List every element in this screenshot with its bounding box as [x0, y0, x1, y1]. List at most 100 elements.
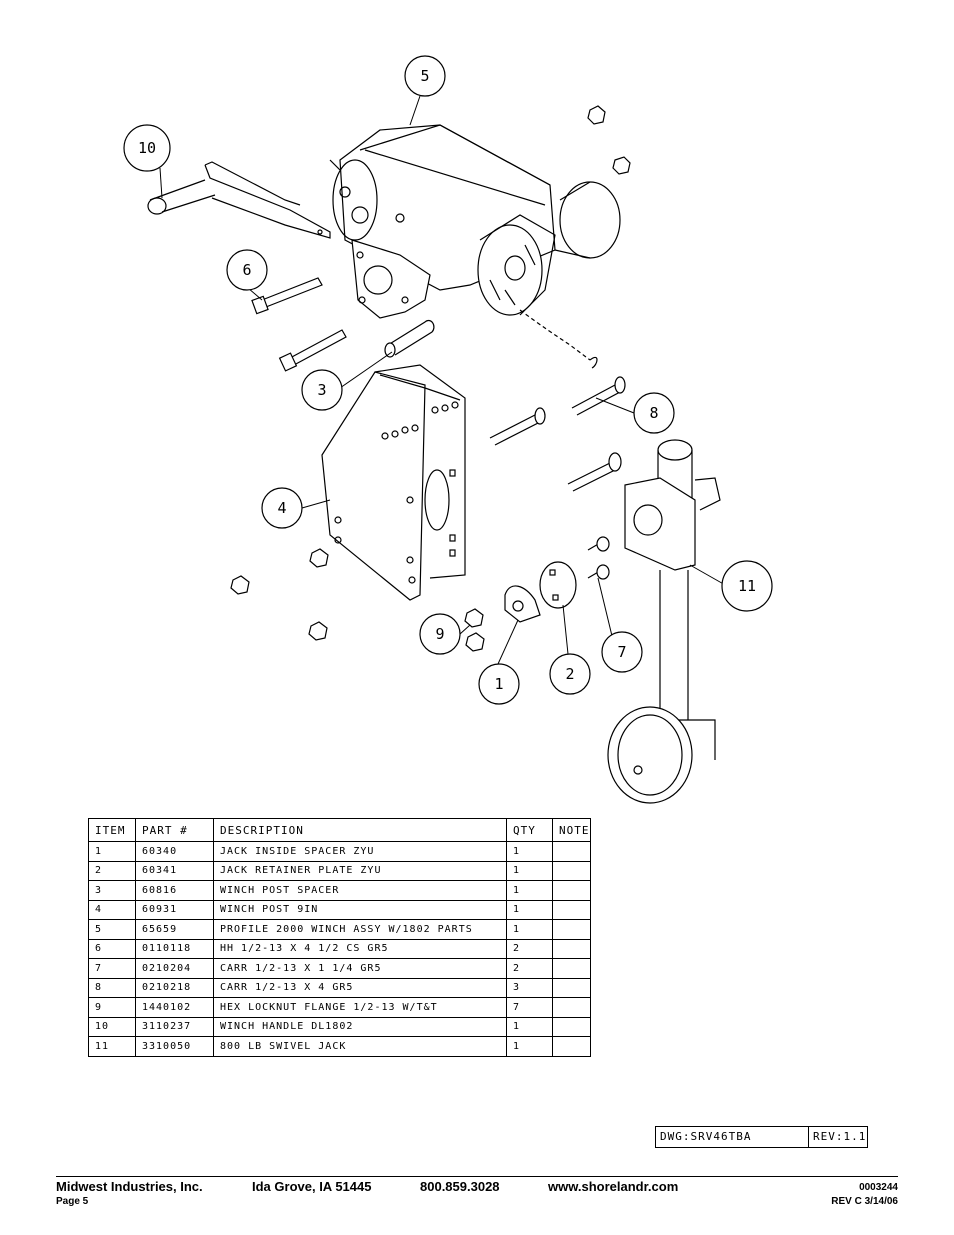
cell-part: 3310050 [135, 1036, 214, 1057]
cell-part: 0210204 [135, 958, 214, 979]
cell-note [552, 997, 591, 1018]
cell-item: 3 [88, 880, 136, 901]
callout-5: 5 [420, 67, 429, 85]
cell-part: 60931 [135, 899, 214, 920]
cell-part: 0110118 [135, 938, 214, 959]
winch-assembly [329, 124, 621, 369]
footer-phone: 800.859.3028 [420, 1179, 500, 1194]
footer-divider [56, 1176, 898, 1177]
cell-note [552, 880, 591, 901]
callout-6: 6 [242, 261, 251, 279]
cell-note [552, 977, 591, 998]
cell-item: 2 [88, 860, 136, 881]
cell-item: 8 [88, 977, 136, 998]
hex-bolts [251, 277, 435, 372]
cell-part: 0210218 [135, 977, 214, 998]
callout-bubbles [123, 55, 773, 705]
hex-locknuts [230, 105, 631, 652]
cell-item: 6 [88, 938, 136, 959]
cell-qty: 2 [506, 938, 553, 959]
callout-9: 9 [435, 625, 444, 643]
cell-note [552, 1036, 591, 1057]
drawing-title-block: DWG:SRV46TBA REV:1.1 [655, 1126, 868, 1148]
footer-city: Ida Grove, IA 51445 [252, 1179, 372, 1194]
cell-part: 60341 [135, 860, 214, 881]
cell-note [552, 919, 591, 940]
cell-qty: 1 [506, 860, 553, 881]
drawing-revision: REV:1.1 [813, 1130, 867, 1143]
footer-doc-number: 0003244 [859, 1182, 898, 1193]
cell-part: 60816 [135, 880, 214, 901]
cell-description: JACK RETAINER PLATE ZYU [213, 860, 507, 881]
cell-description: HH 1/2-13 X 4 1/2 CS GR5 [213, 938, 507, 959]
cell-qty: 7 [506, 997, 553, 1018]
cell-description: WINCH POST 9IN [213, 899, 507, 920]
winch-handle [147, 161, 331, 239]
cell-qty: 1 [506, 1016, 553, 1037]
cell-description: HEX LOCKNUT FLANGE 1/2-13 W/T&T [213, 997, 507, 1018]
cell-item: 10 [88, 1016, 136, 1037]
carriage-bolts [489, 376, 626, 580]
cell-qty: 2 [506, 958, 553, 979]
cell-item: 5 [88, 919, 136, 940]
cell-note [552, 841, 591, 862]
cell-description: CARR 1/2-13 X 4 GR5 [213, 977, 507, 998]
cell-description: WINCH POST SPACER [213, 880, 507, 901]
cell-qty: 3 [506, 977, 553, 998]
cell-description: CARR 1/2-13 X 1 1/4 GR5 [213, 958, 507, 979]
cell-description: 800 LB SWIVEL JACK [213, 1036, 507, 1057]
drawing-number: DWG:SRV46TBA [656, 1127, 809, 1147]
cell-note [552, 899, 591, 920]
footer-website[interactable]: www.shorelandr.com [548, 1179, 679, 1194]
cell-description: WINCH HANDLE DL1802 [213, 1016, 507, 1037]
cell-part: 1440102 [135, 997, 214, 1018]
footer-page: Page 5 [56, 1196, 89, 1207]
cell-item: 4 [88, 899, 136, 920]
callout-1: 1 [494, 675, 503, 693]
cell-qty: 1 [506, 1036, 553, 1057]
table-header-row: ITEM PART # DESCRIPTION QTY NOTE [88, 818, 591, 842]
cell-qty: 1 [506, 899, 553, 920]
cell-description: JACK INSIDE SPACER ZYU [213, 841, 507, 862]
footer-company: Midwest Industries, Inc. [56, 1179, 203, 1194]
callout-leaders [159, 95, 728, 665]
cell-note [552, 938, 591, 959]
header-part: PART # [135, 818, 214, 842]
cell-note [552, 860, 591, 881]
footer-rev: REV C 3/14/06 [831, 1196, 898, 1207]
cell-description: PROFILE 2000 WINCH ASSY W/1802 PARTS [213, 919, 507, 940]
cell-note [552, 958, 591, 979]
header-qty: QTY [506, 818, 553, 842]
cell-qty: 1 [506, 919, 553, 940]
jack-spacer-and-plate [504, 561, 577, 623]
cell-item: 1 [88, 841, 136, 862]
cell-part: 3110237 [135, 1016, 214, 1037]
cell-item: 7 [88, 958, 136, 979]
cell-part: 65659 [135, 919, 214, 940]
winch-post [321, 364, 466, 601]
header-item: ITEM [88, 818, 136, 842]
callout-3: 3 [317, 381, 326, 399]
header-note: NOTE [552, 818, 591, 842]
callout-2: 2 [565, 665, 574, 683]
cell-item: 9 [88, 997, 136, 1018]
callout-8: 8 [649, 404, 658, 422]
callout-7: 7 [617, 643, 626, 661]
cell-note [552, 1016, 591, 1037]
callout-4: 4 [277, 499, 286, 517]
header-description: DESCRIPTION [213, 818, 507, 842]
swivel-jack [607, 439, 721, 804]
callout-11: 11 [738, 577, 756, 595]
exploded-parts-diagram: 5 10 6 3 4 8 11 9 7 2 1 [123, 55, 773, 804]
